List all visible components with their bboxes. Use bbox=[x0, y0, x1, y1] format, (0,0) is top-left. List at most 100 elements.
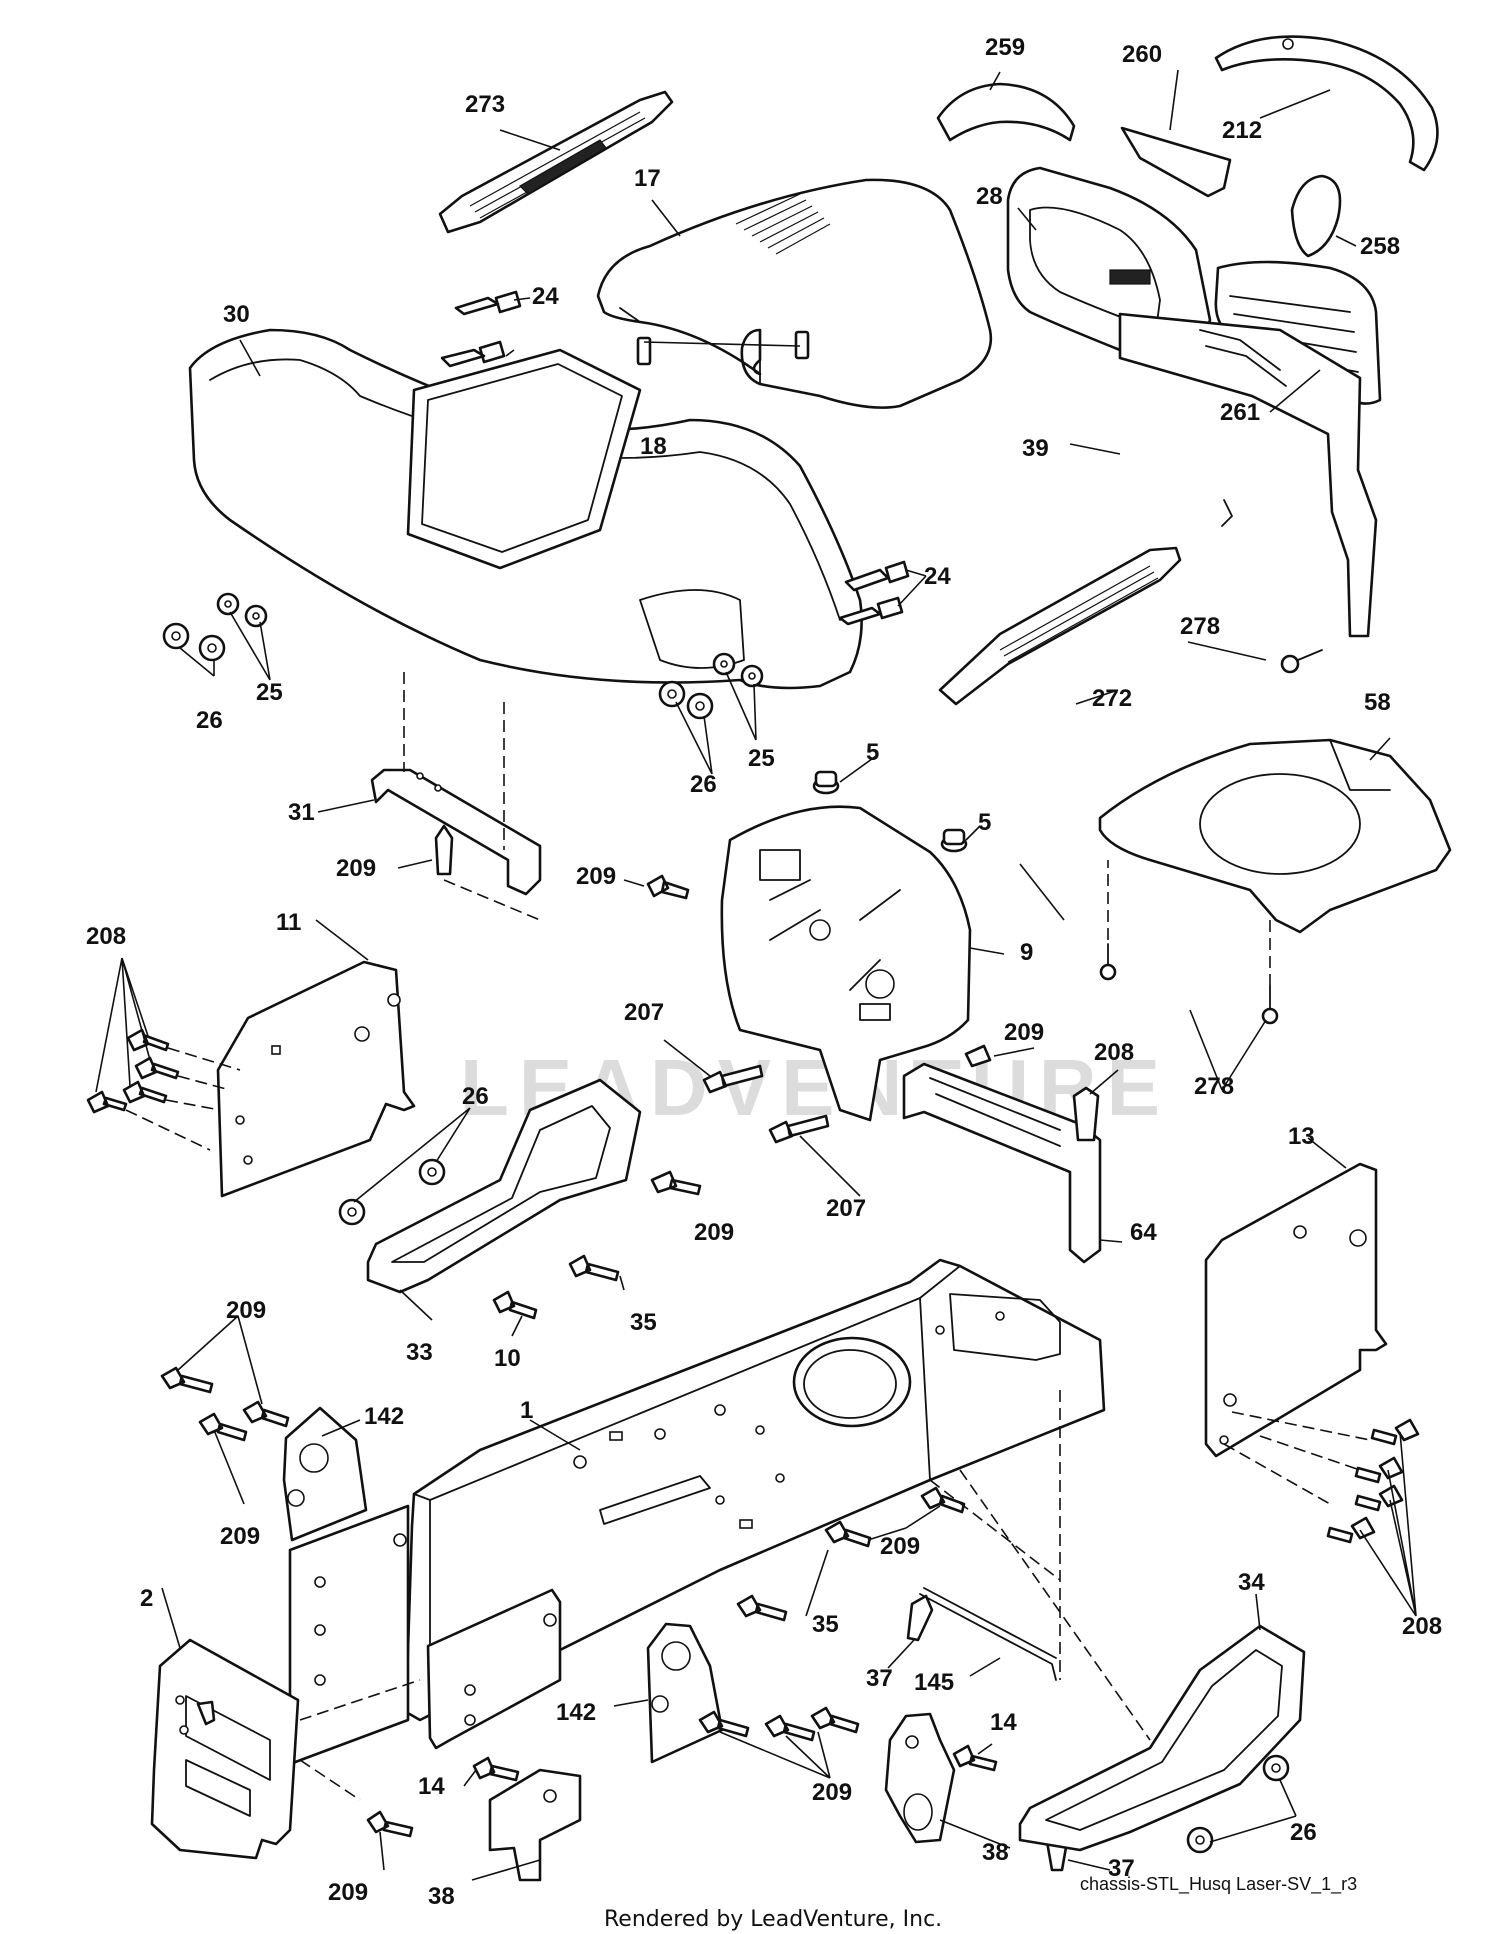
part-clip-18-b[interactable] bbox=[794, 330, 810, 360]
part-trim-212[interactable] bbox=[1214, 35, 1439, 172]
callout-272[interactable]: 272 bbox=[1092, 685, 1132, 712]
part-bolt-24-a[interactable] bbox=[454, 290, 522, 316]
callout-273[interactable]: 273 bbox=[465, 91, 505, 118]
part-shroud-58[interactable] bbox=[1098, 738, 1452, 934]
callout-11[interactable]: 11 bbox=[276, 909, 301, 936]
part-nuts-washers-left[interactable] bbox=[162, 592, 268, 662]
part-bolts-209-e[interactable] bbox=[160, 1366, 290, 1428]
part-plate-260[interactable] bbox=[1120, 126, 1232, 198]
part-bracket-31[interactable] bbox=[370, 768, 542, 896]
part-grommet-5-b[interactable] bbox=[940, 828, 968, 853]
part-badge-258[interactable] bbox=[1290, 174, 1342, 258]
callout-142-lower[interactable]: 142 bbox=[556, 1699, 596, 1726]
part-bolt-209-f[interactable] bbox=[198, 1412, 248, 1442]
part-bolt-24-c[interactable] bbox=[844, 560, 910, 592]
part-hood-17[interactable] bbox=[596, 178, 993, 409]
part-bracket-64[interactable] bbox=[902, 1062, 1102, 1264]
callout-31[interactable]: 31 bbox=[288, 799, 315, 826]
part-screw-278-a[interactable] bbox=[1280, 649, 1323, 674]
part-fender-30[interactable] bbox=[188, 328, 863, 690]
part-nuts-26-c[interactable] bbox=[338, 1158, 446, 1226]
callout-37-upper[interactable]: 37 bbox=[866, 1665, 893, 1692]
callout-58[interactable]: 58 bbox=[1364, 689, 1391, 716]
callout-25-left[interactable]: 25 bbox=[256, 679, 283, 706]
callout-208-left[interactable]: 208 bbox=[86, 923, 126, 950]
part-rod-145[interactable] bbox=[919, 1587, 1057, 1681]
part-grille-insert-left[interactable] bbox=[438, 90, 674, 234]
part-screw-278-b[interactable] bbox=[1099, 943, 1117, 981]
callout-209-bottom-left[interactable]: 209 bbox=[328, 1879, 368, 1906]
part-bolts-209-h[interactable] bbox=[698, 1706, 860, 1742]
callout-2[interactable]: 2 bbox=[140, 1585, 153, 1612]
callout-207-lower[interactable]: 207 bbox=[826, 1195, 866, 1222]
part-bolts-209-g[interactable] bbox=[824, 1486, 966, 1548]
callout-5-lower[interactable]: 5 bbox=[978, 809, 991, 836]
callout-209-left[interactable]: 209 bbox=[220, 1523, 260, 1550]
callout-261[interactable]: 261 bbox=[1220, 399, 1260, 426]
part-frame-rail-left[interactable] bbox=[288, 1504, 410, 1766]
part-grille-insert-right[interactable] bbox=[938, 546, 1182, 706]
callout-5-upper[interactable]: 5 bbox=[866, 739, 879, 766]
part-bolt-209-a[interactable] bbox=[434, 824, 454, 876]
part-bolt-10[interactable] bbox=[492, 1290, 538, 1320]
part-bolt-14-b[interactable] bbox=[952, 1744, 998, 1772]
part-bolt-24-d[interactable] bbox=[838, 596, 904, 626]
callout-26-footrest[interactable]: 26 bbox=[462, 1083, 489, 1110]
callout-278-lower[interactable]: 278 bbox=[1194, 1073, 1234, 1100]
callout-209-footrest[interactable]: 209 bbox=[694, 1219, 734, 1246]
callout-209-bracket[interactable]: 209 bbox=[336, 855, 376, 882]
callout-209-lower-mid[interactable]: 209 bbox=[812, 1779, 852, 1806]
part-bolts-208-c[interactable] bbox=[1326, 1418, 1420, 1544]
callout-39[interactable]: 39 bbox=[1022, 435, 1049, 462]
part-cover-259[interactable] bbox=[936, 82, 1076, 142]
part-bolt-14-a[interactable] bbox=[472, 1756, 520, 1782]
callout-33[interactable]: 33 bbox=[406, 1339, 433, 1366]
part-front-bracket-2[interactable] bbox=[150, 1638, 300, 1860]
callout-260[interactable]: 260 bbox=[1122, 41, 1162, 68]
part-frame-rail-right[interactable] bbox=[426, 1588, 562, 1750]
part-footrest-34[interactable] bbox=[1018, 1624, 1306, 1852]
part-bolt-24-b[interactable] bbox=[440, 340, 506, 368]
part-nuts-26-d[interactable] bbox=[1186, 1754, 1290, 1854]
callout-14-right[interactable]: 14 bbox=[990, 1709, 1017, 1736]
callout-209-frame-mid[interactable]: 209 bbox=[880, 1533, 920, 1560]
callout-25-mid[interactable]: 25 bbox=[748, 745, 775, 772]
callout-37-lower[interactable]: 37 bbox=[1108, 1855, 1135, 1882]
callout-26-lower-right[interactable]: 26 bbox=[1290, 1819, 1317, 1846]
part-clip-18-a[interactable] bbox=[636, 336, 652, 366]
callout-208-right[interactable]: 208 bbox=[1402, 1613, 1442, 1640]
callout-13[interactable]: 13 bbox=[1288, 1123, 1315, 1150]
part-bolt-207-a[interactable] bbox=[702, 1064, 764, 1094]
part-bolt-35-a[interactable] bbox=[568, 1254, 620, 1282]
callout-26-mid[interactable]: 26 bbox=[690, 771, 717, 798]
part-bracket-38-a[interactable] bbox=[488, 1768, 582, 1882]
callout-1[interactable]: 1 bbox=[520, 1397, 533, 1424]
part-bracket-142-a[interactable] bbox=[282, 1406, 368, 1542]
part-footrest-33[interactable] bbox=[366, 1078, 642, 1294]
callout-24-lower[interactable]: 24 bbox=[924, 563, 951, 590]
callout-142-upper[interactable]: 142 bbox=[364, 1403, 404, 1430]
callout-209-top-left[interactable]: 209 bbox=[226, 1297, 266, 1324]
part-bolt-35-b[interactable] bbox=[736, 1594, 788, 1622]
part-nuts-washers-right[interactable] bbox=[658, 652, 764, 720]
callout-212[interactable]: 212 bbox=[1222, 117, 1262, 144]
callout-26-left[interactable]: 26 bbox=[196, 707, 223, 734]
part-bolt-209-d[interactable] bbox=[650, 1170, 702, 1196]
callout-35-lower[interactable]: 35 bbox=[812, 1611, 839, 1638]
callout-38-right[interactable]: 38 bbox=[982, 1839, 1009, 1866]
part-bracket-142-b[interactable] bbox=[646, 1622, 724, 1764]
part-bolts-208-a[interactable] bbox=[86, 1028, 180, 1114]
part-bolt-37-a[interactable] bbox=[906, 1594, 934, 1642]
callout-17[interactable]: 17 bbox=[634, 165, 661, 192]
callout-24-upper[interactable]: 24 bbox=[532, 283, 559, 310]
callout-9[interactable]: 9 bbox=[1020, 939, 1033, 966]
callout-258[interactable]: 258 bbox=[1360, 233, 1400, 260]
callout-18[interactable]: 18 bbox=[640, 433, 667, 460]
part-bolt-207-b[interactable] bbox=[768, 1114, 830, 1144]
part-bolt-209-c[interactable] bbox=[964, 1044, 992, 1068]
part-dash-9[interactable] bbox=[720, 805, 972, 1122]
callout-35-upper[interactable]: 35 bbox=[630, 1309, 657, 1336]
callout-34[interactable]: 34 bbox=[1238, 1569, 1265, 1596]
callout-38-left[interactable]: 38 bbox=[428, 1883, 455, 1910]
callout-259[interactable]: 259 bbox=[985, 34, 1025, 61]
